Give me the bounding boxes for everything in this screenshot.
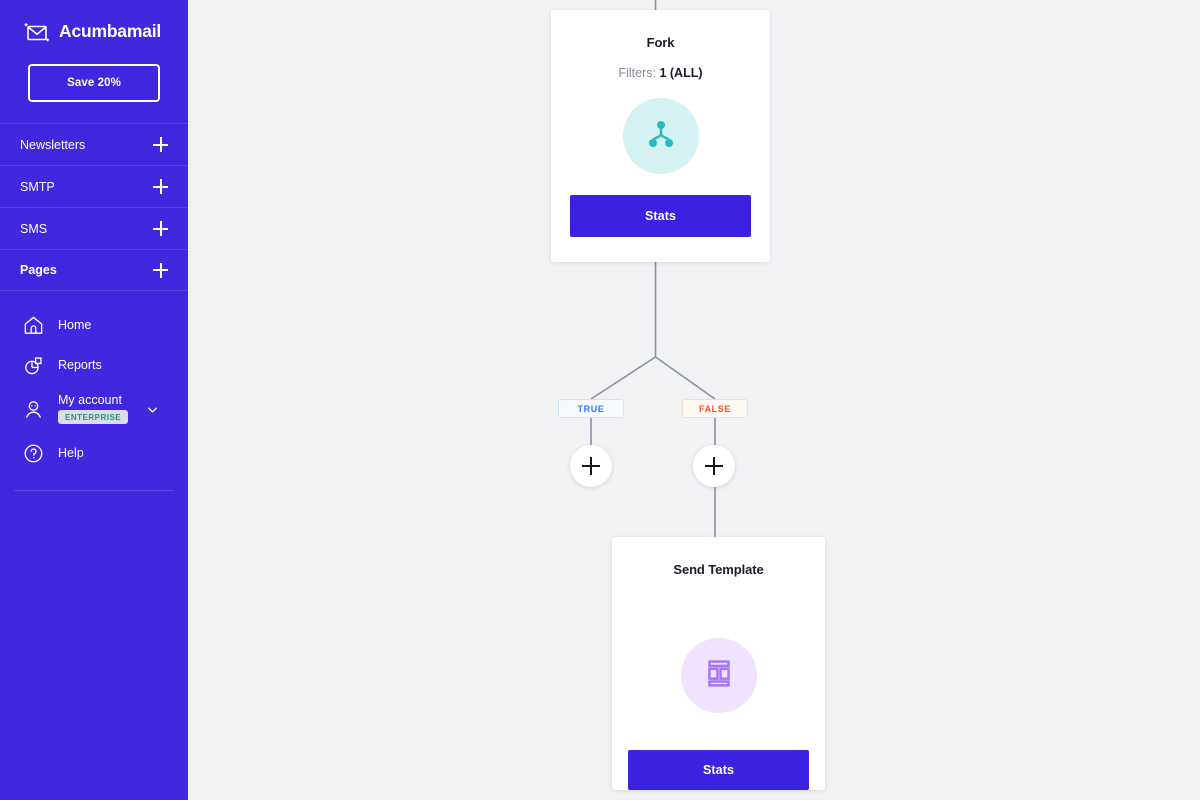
sidebar-item-label: SMS (20, 221, 48, 236)
primary-nav: Newsletters SMTP SMS Pages (0, 123, 188, 291)
sidebar-item-my-account[interactable]: My account ENTERPRISE (0, 385, 188, 433)
secondary-nav: Home Reports (0, 291, 188, 473)
save-promo-button[interactable]: Save 20% (28, 64, 160, 102)
sidebar-item-reports[interactable]: Reports (0, 345, 188, 385)
sidebar-item-label: Reports (58, 358, 102, 372)
pie-chart-icon (22, 353, 48, 377)
workflow-node-fork[interactable]: Fork Filters: 1 (ALL) Stats (551, 10, 770, 262)
add-step-true-button[interactable] (570, 445, 612, 487)
connector-lines (590, 0, 716, 537)
sidebar-item-home[interactable]: Home (0, 305, 188, 345)
template-icon-container (680, 638, 757, 713)
account-block: My account ENTERPRISE (58, 393, 129, 424)
plus-icon[interactable] (153, 179, 168, 194)
node-title: Fork (646, 35, 675, 50)
sidebar-item-label: My account (58, 393, 122, 408)
node-subtitle: Filters: 1 (ALL) (618, 66, 702, 80)
plus-icon[interactable] (153, 221, 168, 236)
plus-icon[interactable] (153, 262, 168, 278)
question-circle-icon (22, 441, 48, 465)
node-subtitle-value: 1 (ALL) (659, 66, 703, 80)
fork-stats-button[interactable]: Stats (570, 195, 751, 237)
sidebar-item-label: Help (58, 446, 84, 460)
workflow-node-send-template[interactable]: Send Template Stats (612, 537, 825, 790)
sidebar-item-label: Home (58, 318, 92, 332)
node-title: Send Template (673, 562, 764, 577)
template-layout-icon (700, 654, 738, 697)
template-stats-button[interactable]: Stats (628, 749, 809, 790)
fork-tree-icon (641, 114, 681, 159)
sidebar-item-label: Newsletters (20, 137, 86, 152)
home-icon (22, 313, 48, 337)
plus-icon[interactable] (153, 137, 168, 152)
sidebar-divider (14, 490, 174, 491)
sidebar-item-label: SMTP (20, 179, 55, 194)
sidebar-item-pages[interactable]: Pages (0, 249, 188, 291)
chevron-down-icon[interactable] (147, 402, 158, 413)
branch-label-true: TRUE (558, 399, 624, 418)
sidebar-item-newsletters[interactable]: Newsletters (0, 123, 188, 165)
fork-icon-container (622, 98, 699, 174)
status-badge: ENTERPRISE (58, 409, 129, 424)
sidebar-item-label: Pages (20, 263, 57, 277)
workflow-canvas[interactable]: Fork Filters: 1 (ALL) Stats TRUE FALSE (188, 0, 1200, 800)
user-icon (22, 397, 48, 421)
sidebar-item-smtp[interactable]: SMTP (0, 165, 188, 207)
add-step-false-button[interactable] (693, 445, 735, 487)
node-subtitle-label: Filters: (618, 66, 656, 80)
brand-name: Acumbamail (59, 21, 162, 42)
sidebar-item-help[interactable]: Help (0, 433, 188, 473)
envelope-sparkle-icon (24, 21, 50, 43)
brand[interactable]: Acumbamail (0, 0, 188, 46)
sidebar: Acumbamail Save 20% Newsletters SMTP SMS… (0, 0, 188, 800)
sidebar-item-sms[interactable]: SMS (0, 207, 188, 249)
branch-label-false: FALSE (682, 399, 748, 418)
